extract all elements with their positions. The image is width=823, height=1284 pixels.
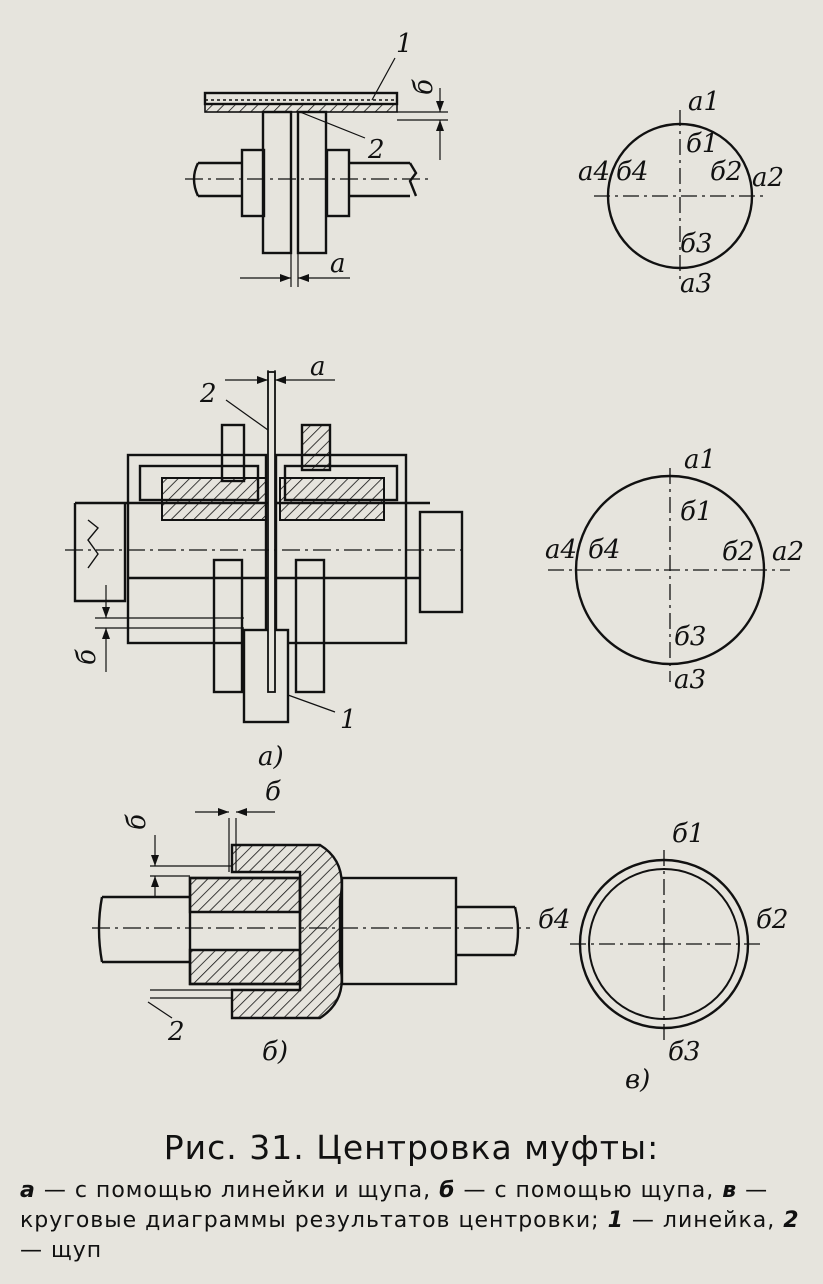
c1-b3: б3 xyxy=(680,229,712,259)
fig3-coupling xyxy=(92,808,530,1020)
c2-a2: а2 xyxy=(772,537,804,567)
c3-b1: б1 xyxy=(672,819,704,849)
label-feeler-1: 2 xyxy=(367,135,385,165)
caption-text-1: — линейка, xyxy=(623,1208,784,1233)
label-gap-b-3v: б xyxy=(122,814,152,830)
c2-b4: б4 xyxy=(588,535,620,565)
label-gap-a-2: а xyxy=(310,352,326,382)
caption-key-2: 2 xyxy=(783,1208,800,1233)
label-gap-b-3h: б xyxy=(265,777,281,807)
caption-text-a: — с помощью линейки и щупа, xyxy=(35,1178,440,1203)
c1-a3: а3 xyxy=(680,269,712,299)
caption-text-2: — щуп xyxy=(20,1238,103,1263)
caption-key-1: 1 xyxy=(607,1208,624,1233)
c2-a4: а4 xyxy=(545,535,577,565)
c2-b2: б2 xyxy=(722,537,754,567)
figure-caption-body: а — с помощью линейки и щупа, б — с помо… xyxy=(20,1176,803,1266)
c1-a2: а2 xyxy=(752,163,784,193)
label-gap-a-1: а xyxy=(330,249,346,279)
c3-b3: б3 xyxy=(668,1037,700,1067)
fig2-coupling xyxy=(65,370,465,724)
c2-b3: б3 xyxy=(674,622,706,652)
c2-a3: а3 xyxy=(674,665,706,695)
c3-b2: б2 xyxy=(756,905,788,935)
c3-b4: б4 xyxy=(538,905,570,935)
fig1-coupling xyxy=(185,57,448,287)
fig2-circle-diagram xyxy=(548,468,790,682)
figure-caption-title: Рис. 31. Центровка муфты: xyxy=(163,1128,660,1167)
label-fig-b: б) xyxy=(262,1037,288,1067)
caption-text-b: — с помощью щупа, xyxy=(455,1178,723,1203)
c2-b1: б1 xyxy=(680,497,712,527)
label-feeler-3: 2 xyxy=(167,1017,185,1047)
label-feeler-2: 2 xyxy=(199,379,217,409)
label-ruler-1: 1 xyxy=(396,29,413,59)
c1-a4: а4 xyxy=(578,157,610,187)
c1-b4: б4 xyxy=(616,157,648,187)
caption-key-c: в xyxy=(722,1178,738,1203)
c1-b2: б2 xyxy=(710,157,742,187)
label-gap-b-1: б xyxy=(409,79,439,95)
c1-a1: а1 xyxy=(688,87,720,117)
label-fig-a: а) xyxy=(258,742,284,772)
label-fig-c: в) xyxy=(625,1065,650,1095)
caption-text-c: — круговые диаграммы результатов центров… xyxy=(20,1178,769,1233)
label-ruler-2: 1 xyxy=(340,705,357,735)
fig1-circle-diagram xyxy=(594,110,766,282)
c2-a1: а1 xyxy=(684,445,716,475)
c1-b1: б1 xyxy=(686,129,718,159)
label-gap-b-2: б xyxy=(72,649,102,665)
caption-key-b: б xyxy=(439,1178,456,1203)
ruler-bar xyxy=(203,91,399,106)
caption-key-a: а xyxy=(20,1178,36,1203)
fig3-circle-diagram xyxy=(570,850,760,1040)
